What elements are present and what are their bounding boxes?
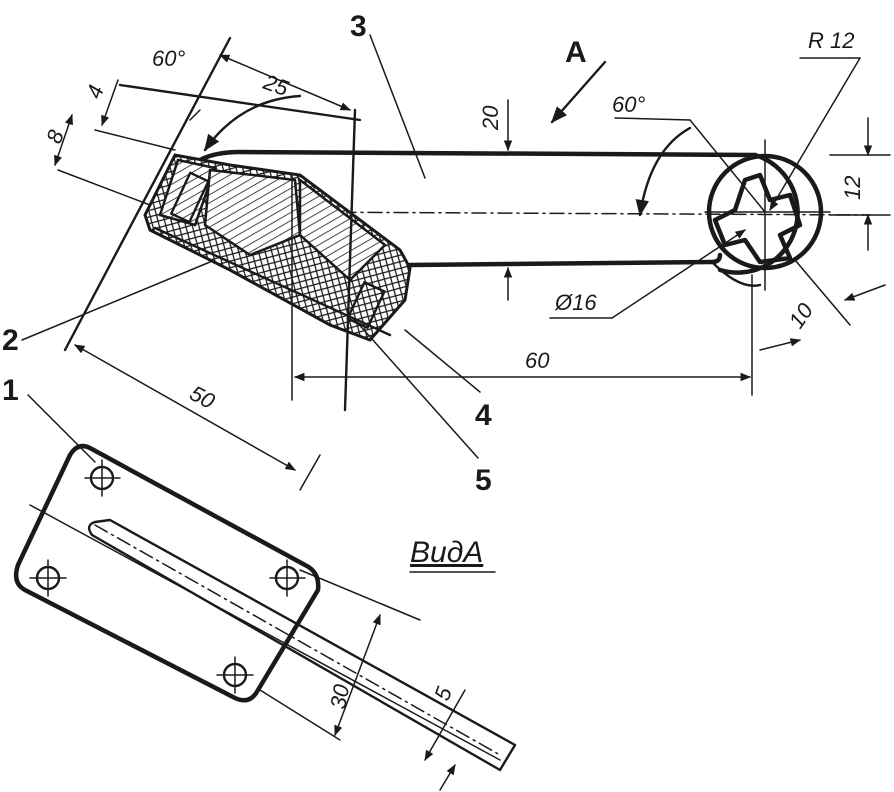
dim-angle-left: 60° <box>152 46 185 71</box>
part-label-3: 3 <box>350 10 367 43</box>
dim-phi16: Ø16 <box>554 290 597 315</box>
dim-10: 10 <box>784 298 819 333</box>
part-label-5: 5 <box>475 464 492 497</box>
dim-4: 4 <box>81 82 109 102</box>
part-label-2: 2 <box>2 324 19 357</box>
dim-50: 50 <box>186 380 220 414</box>
dim-12: 12 <box>840 176 865 200</box>
part-label-1: 1 <box>2 374 19 407</box>
part-label-4: 4 <box>475 399 492 432</box>
text-labels: 3 2 1 4 5 A ВидА 60° 25 4 8 20 60° R 12 … <box>2 10 865 711</box>
view-title: ВидА <box>410 536 483 569</box>
dim-60: 60 <box>525 348 550 373</box>
view-arrow-label: A <box>565 36 587 69</box>
dimension-lines <box>21 34 891 491</box>
screw-holes <box>29 459 306 694</box>
dim-angle-right: 60° <box>612 92 645 117</box>
dim-30: 30 <box>325 682 354 711</box>
view-a-plate <box>13 443 517 791</box>
dim-8: 8 <box>41 126 69 147</box>
head-section <box>143 153 412 342</box>
dim-20: 20 <box>478 105 503 131</box>
dim-r12: R 12 <box>808 28 854 53</box>
